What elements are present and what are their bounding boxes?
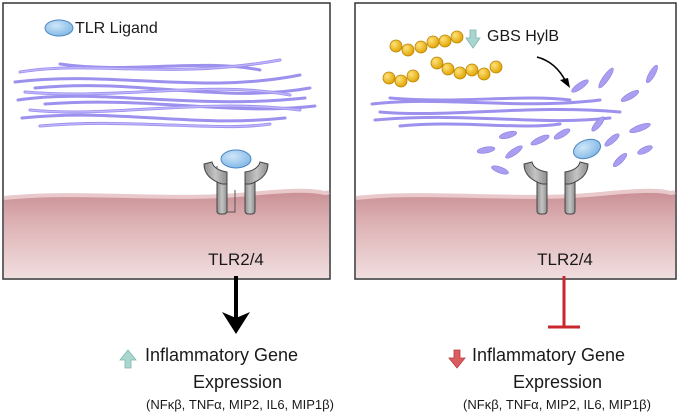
right-down-arrow-icon xyxy=(448,349,466,369)
free-ligand-icon xyxy=(572,138,602,160)
legend-ligand-label: TLR Ligand xyxy=(75,20,158,37)
left-tissue xyxy=(4,190,329,278)
gbs-bacteria-chain-bottom xyxy=(382,56,503,88)
right-outcome-genes: (NFκβ, TNFα, MIP2, IL6, MIP1β) xyxy=(463,397,651,412)
left-receptor-icon xyxy=(203,161,269,215)
hylb-pointer-arrow xyxy=(536,56,567,83)
right-hyaluronan-fibers xyxy=(370,96,622,128)
hylb-pointer-arrowhead xyxy=(560,78,570,88)
legend-ligand-icon xyxy=(44,19,74,37)
left-up-arrow-icon xyxy=(119,349,137,369)
right-receptor-label: TLR2/4 xyxy=(537,250,593,269)
left-outcome-genes: (NFκβ, TNFα, MIP2, IL6, MIP1β) xyxy=(146,397,334,412)
left-receptor-label: TLR2/4 xyxy=(208,250,264,269)
right-outcome-title-line2: Expression xyxy=(512,372,603,392)
right-panel xyxy=(354,2,677,280)
hylb-label: GBS HylB xyxy=(487,28,560,45)
degraded-fragments xyxy=(476,64,658,175)
right-membrane xyxy=(355,188,676,200)
right-receptor-icon xyxy=(523,161,589,215)
left-panel xyxy=(2,2,331,280)
left-outcome-title-line2: Expression xyxy=(192,372,283,392)
hylb-up-arrow-icon xyxy=(465,29,481,49)
right-tissue xyxy=(356,190,675,278)
left-outcome-title-line1: Inflammatory Gene xyxy=(145,345,299,365)
bound-ligand-icon xyxy=(220,149,252,169)
activation-arrow xyxy=(222,276,250,334)
right-outcome-title-line1: Inflammatory Gene xyxy=(472,345,626,365)
inhibition-bar xyxy=(548,276,580,329)
gbs-bacteria-chain-top xyxy=(389,30,464,57)
